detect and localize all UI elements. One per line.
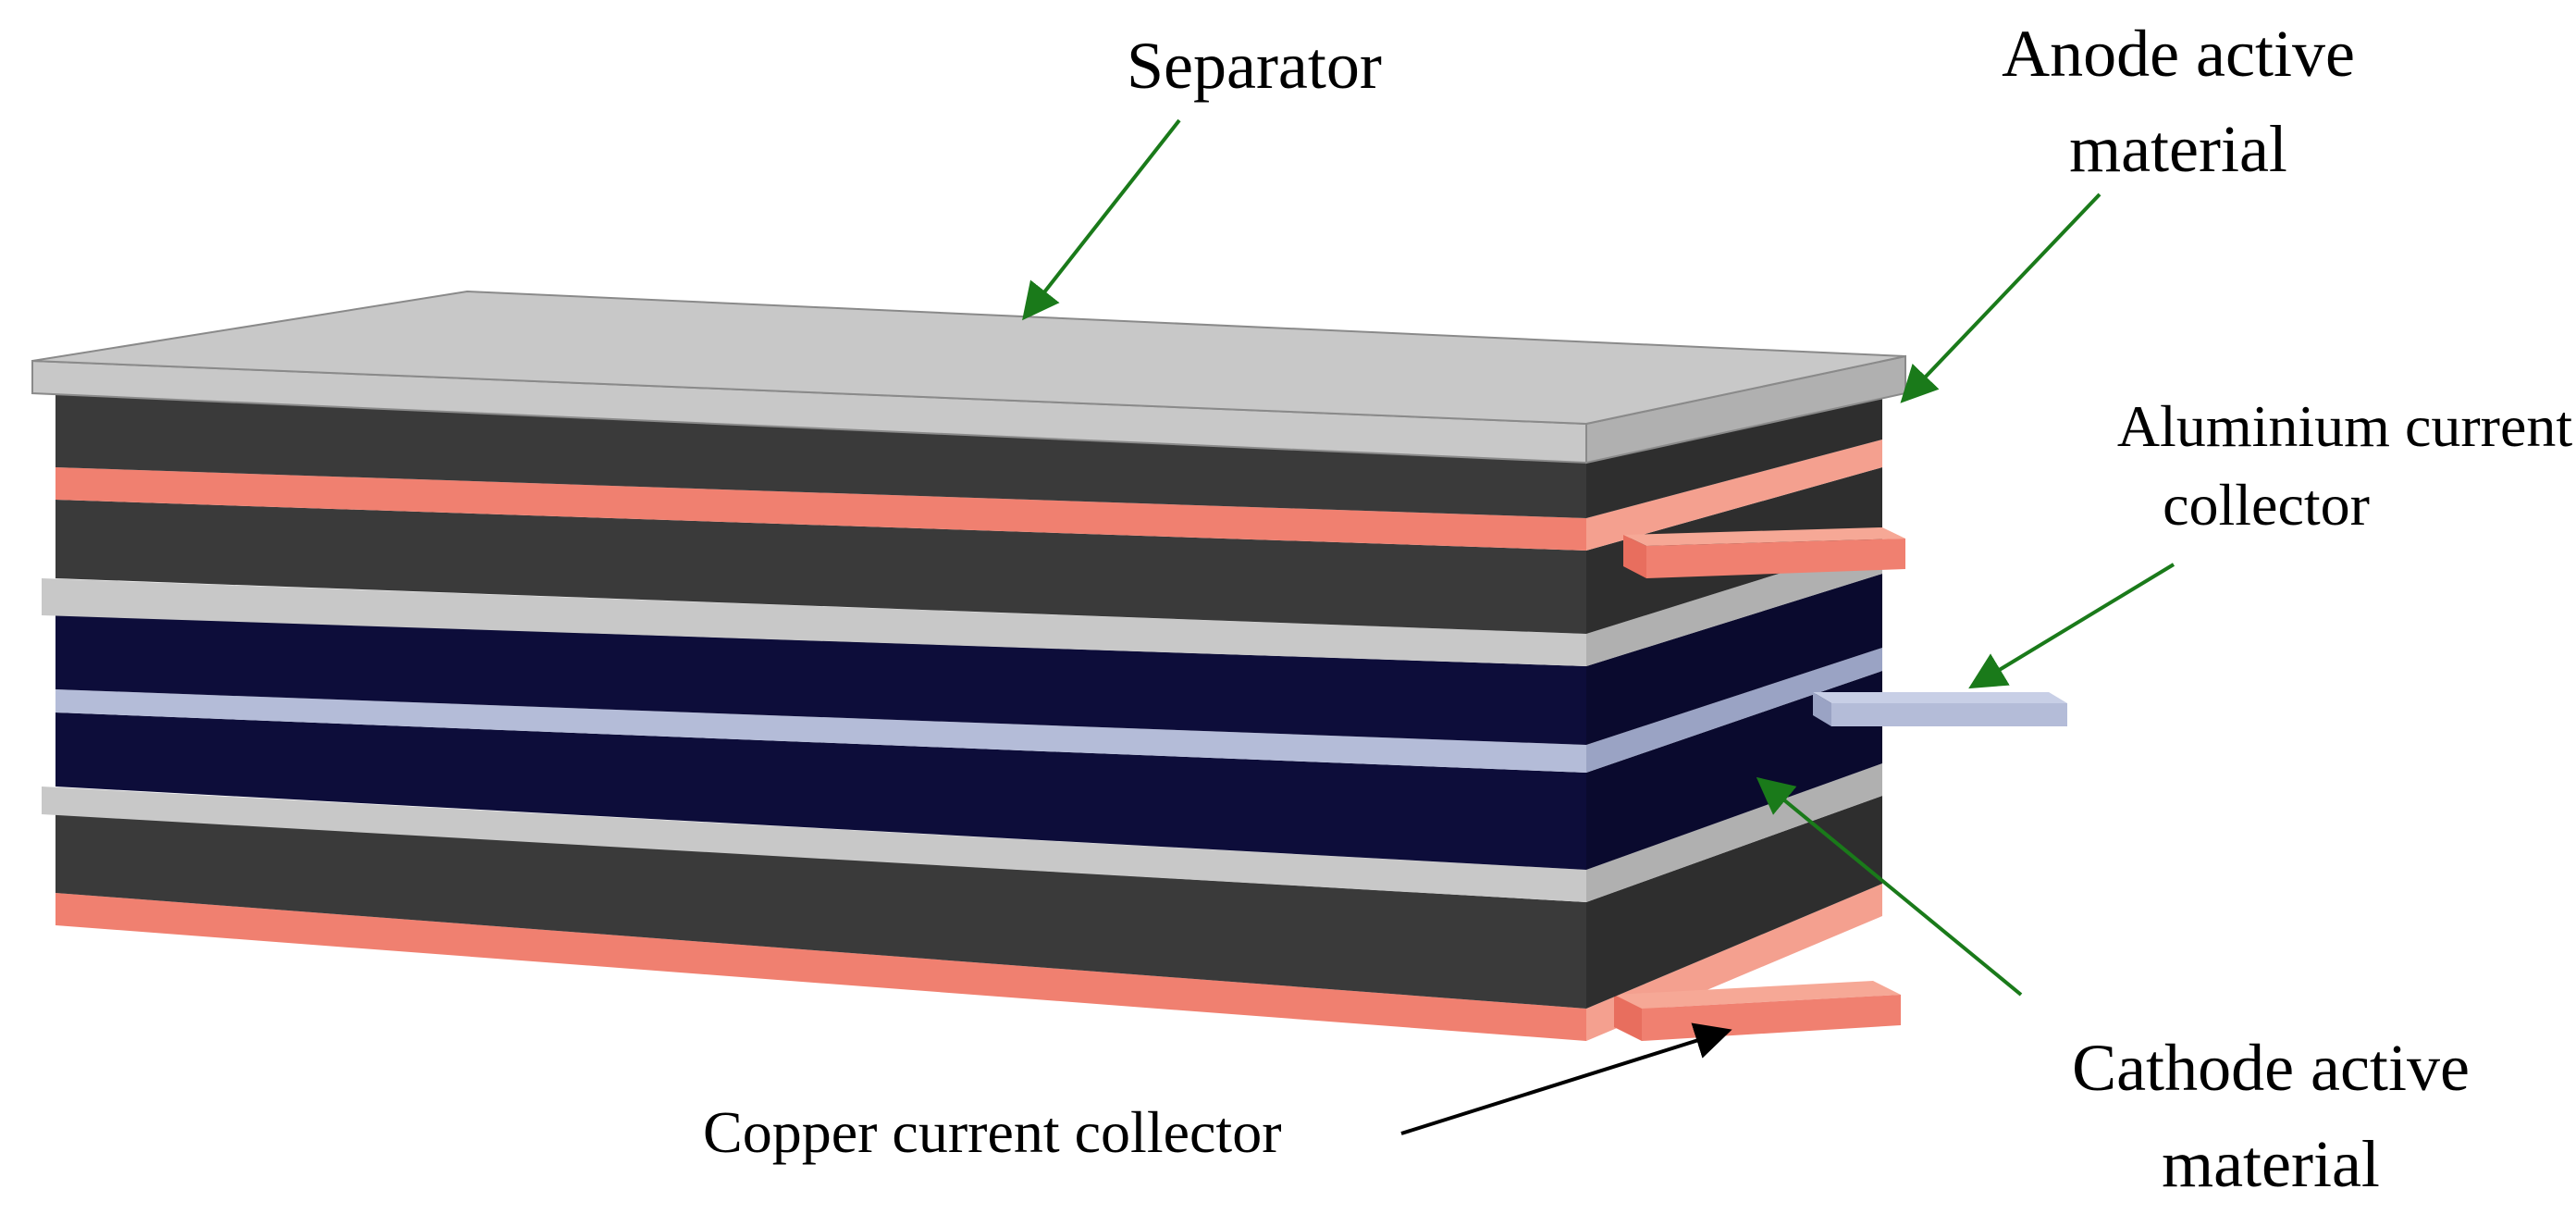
aluminium-tab <box>1813 692 2067 726</box>
top-separator <box>31 290 1906 465</box>
aluminium-label-line1: Aluminium current <box>2117 393 2573 459</box>
copper-label: Copper current collector <box>703 1099 1282 1165</box>
lower-cathode-layer <box>55 671 1882 870</box>
separator-label: Separator <box>1127 29 1382 103</box>
copper-arrow <box>1400 1022 1732 1135</box>
top-copper-tab <box>1623 527 1905 578</box>
cathode-label-line2: material <box>2162 1127 2380 1201</box>
aluminium-layer <box>55 648 1882 773</box>
upper-cathode-layer <box>55 574 1882 745</box>
cathode-label-line1: Cathode active <box>2072 1031 2470 1105</box>
cathode-arrow <box>1756 776 2023 997</box>
anode-arrow <box>1900 192 2101 403</box>
lower-separator <box>42 763 1882 902</box>
top-copper-layer <box>55 440 1882 551</box>
anode-label-line2: material <box>2069 112 2287 186</box>
layer-stack <box>31 290 2067 1041</box>
anode-label-line1: Anode active <box>2002 17 2355 91</box>
bottom-anode-layer <box>55 796 1882 1009</box>
aluminium-label-line2: collector <box>2163 472 2370 538</box>
separator-arrow <box>1022 118 1181 321</box>
aluminium-arrow <box>1968 563 2175 689</box>
